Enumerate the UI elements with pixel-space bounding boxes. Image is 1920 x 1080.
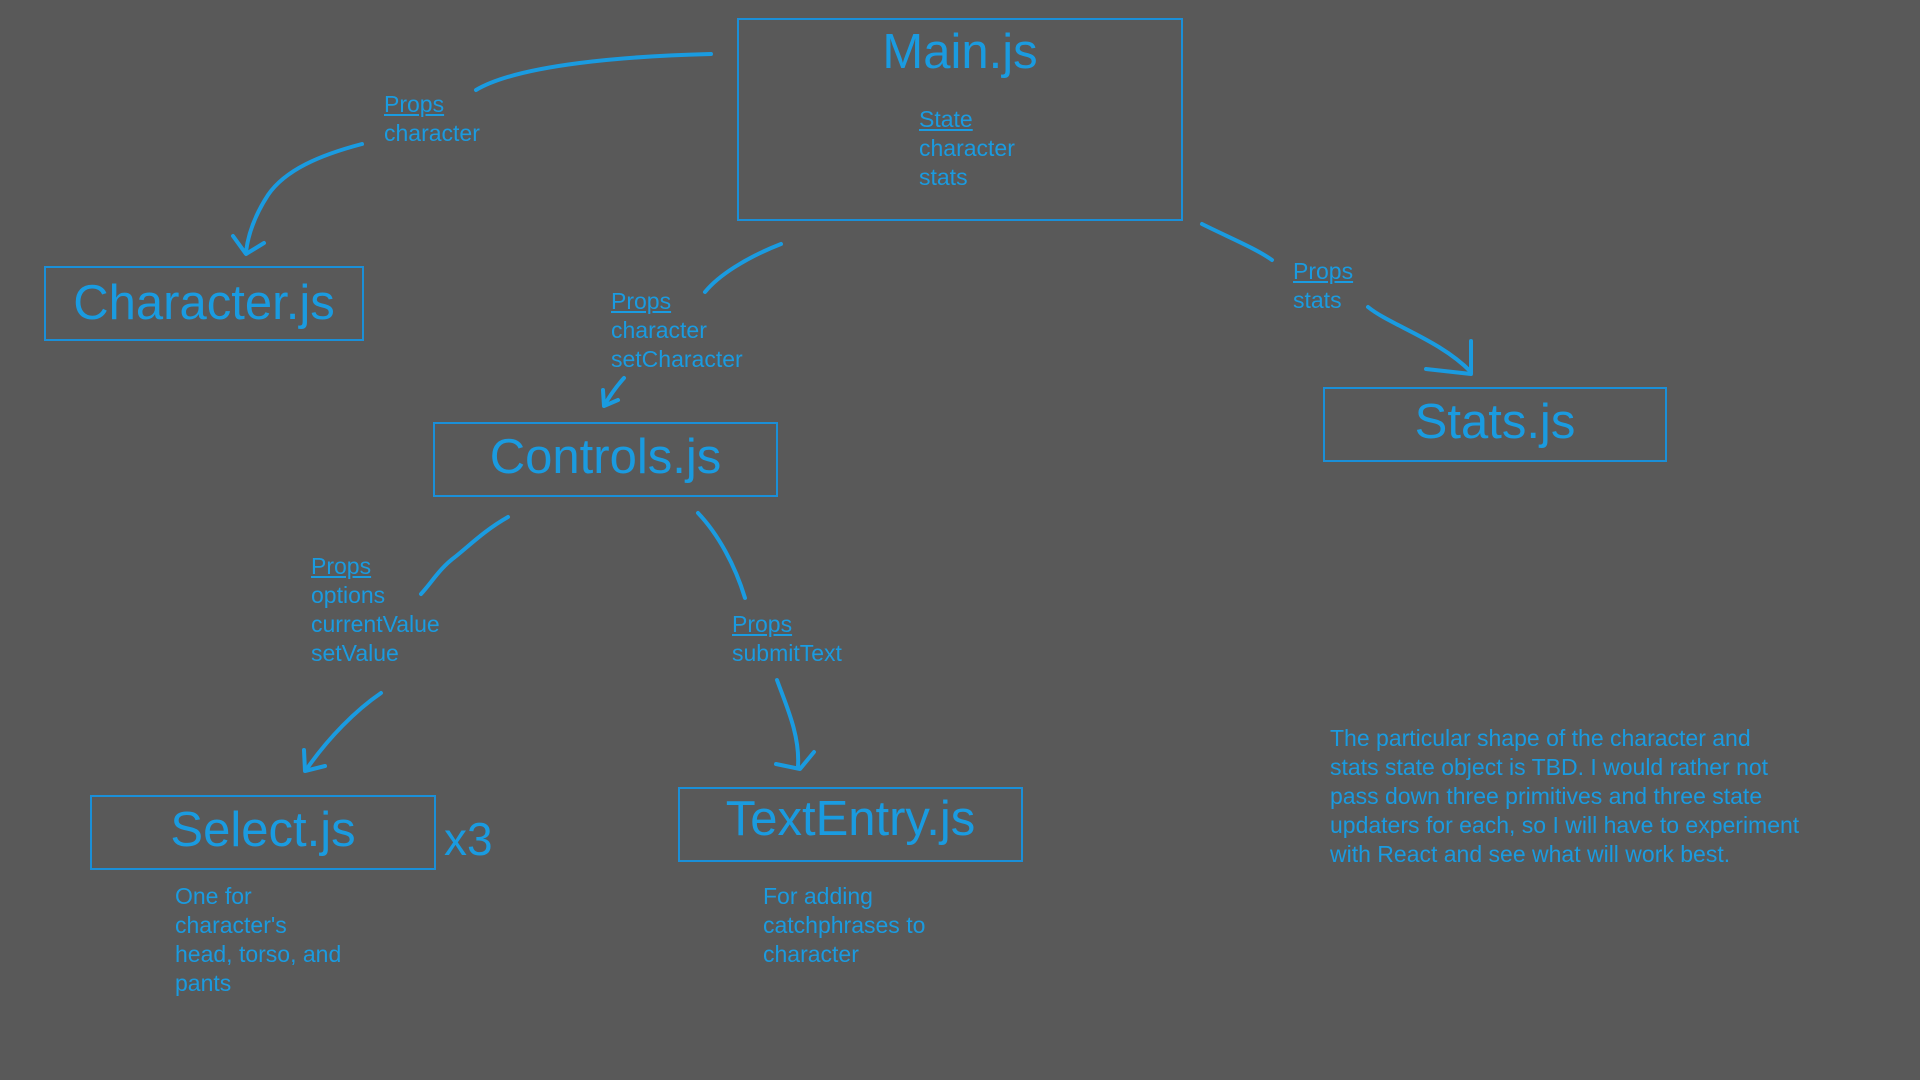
- arrow-main-to-stats-upper: [1200, 222, 1274, 262]
- props-main-to-stats: Props stats: [1293, 257, 1353, 315]
- prop-item: options: [311, 582, 386, 608]
- main-title: Main.js: [882, 25, 1038, 79]
- arrow-main-to-controls-upper: [703, 242, 783, 294]
- description-line: head, torso, and: [175, 941, 342, 967]
- arrow-controls-to-textentry-upper: [696, 511, 747, 600]
- prop-item: setValue: [311, 640, 399, 666]
- prop-item: currentValue: [311, 611, 440, 637]
- character-box: Character.js: [44, 266, 364, 341]
- description-line: One for: [175, 883, 252, 909]
- stats-box: Stats.js: [1323, 387, 1667, 462]
- select-title: Select.js: [170, 803, 356, 857]
- arrowhead-textentry: [774, 750, 816, 771]
- description-line: catchphrases to: [763, 912, 926, 938]
- stats-title: Stats.js: [1414, 395, 1576, 449]
- main-state-label: State character stats: [919, 105, 1015, 192]
- description-line: For adding: [763, 883, 873, 909]
- arrowhead-character: [231, 234, 266, 256]
- prop-item: character: [384, 120, 480, 146]
- character-title: Character.js: [73, 276, 335, 330]
- main-state-item: stats: [919, 164, 968, 190]
- props-heading: Props: [732, 611, 793, 637]
- textentry-description: For adding catchphrases to character: [763, 882, 925, 969]
- arrowhead-select: [302, 748, 327, 773]
- prop-item: submitText: [732, 640, 842, 666]
- props-heading: Props: [611, 288, 672, 314]
- arrow-main-to-character-lower: [244, 142, 364, 254]
- arrow-controls-to-select-lower: [304, 691, 383, 772]
- props-heading: Props: [1293, 258, 1354, 284]
- description-line: pants: [175, 970, 232, 996]
- textentry-box: TextEntry.js: [678, 787, 1023, 862]
- main-state-heading: State: [919, 106, 973, 132]
- controls-box: Controls.js: [433, 422, 778, 497]
- arrowhead-stats: [1424, 339, 1473, 376]
- textentry-title: TextEntry.js: [725, 792, 976, 846]
- design-note: The particular shape of the character an…: [1330, 725, 1800, 867]
- arrow-main-to-controls-lower: [603, 376, 626, 406]
- description-line: character's: [175, 912, 287, 938]
- prop-item: stats: [1293, 287, 1342, 313]
- arrow-main-to-character-upper: [474, 52, 713, 92]
- main-box: Main.js: [737, 18, 1183, 221]
- props-main-to-character: Props character: [384, 90, 480, 148]
- props-controls-to-select: Props options currentValue setValue: [311, 552, 440, 668]
- props-controls-to-textentry: Props submitText: [732, 610, 842, 668]
- props-heading: Props: [311, 553, 372, 579]
- props-main-to-controls: Props character setCharacter: [611, 287, 743, 374]
- controls-title: Controls.js: [489, 430, 722, 484]
- arrow-main-to-stats-lower: [1366, 305, 1473, 374]
- select-multiplier: x3: [444, 813, 493, 865]
- prop-item: setCharacter: [611, 346, 743, 372]
- props-heading: Props: [384, 91, 445, 117]
- arrowhead-controls: [601, 388, 620, 408]
- prop-item: character: [611, 317, 707, 343]
- select-box: Select.js: [90, 795, 436, 870]
- description-line: character: [763, 941, 859, 967]
- arrow-controls-to-textentry-lower: [775, 678, 801, 768]
- main-state-item: character: [919, 135, 1015, 161]
- select-description: One for character's head, torso, and pan…: [175, 882, 341, 998]
